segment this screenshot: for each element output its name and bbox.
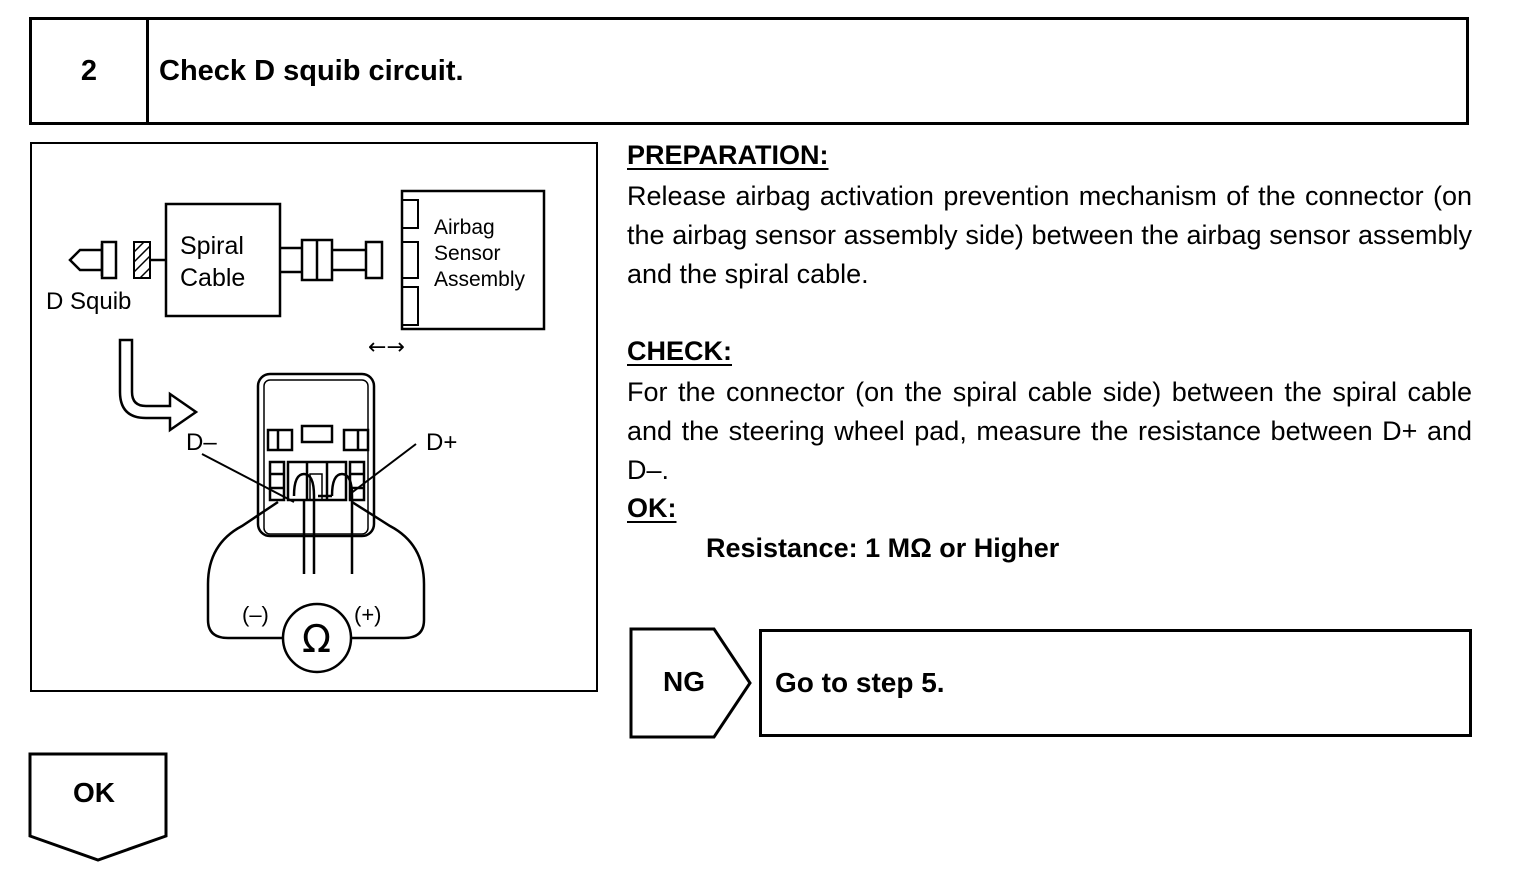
disconnect-arrows: ←→: [368, 335, 405, 360]
connector-face: [256, 372, 376, 538]
label-assembly: Assembly: [434, 268, 526, 291]
label-airbag: Airbag: [434, 216, 495, 239]
check-heading: CHECK:: [627, 336, 732, 366]
ng-action-box: Go to step 5.: [759, 629, 1472, 737]
spiral-cable-box: [164, 202, 282, 318]
ok-arrow-box: [28, 752, 168, 862]
circuit-diagram: D Squib Spiral Cable Airbag Sensor Assem…: [46, 189, 546, 674]
probe-negative: [292, 472, 316, 574]
ng-arrow-box: [629, 627, 752, 739]
spiral-connector-b: [364, 240, 384, 280]
step-header: 2 Check D squib circuit.: [29, 17, 1469, 125]
ohm-symbol: Ω: [302, 617, 331, 661]
label-spiral: Spiral: [180, 232, 244, 260]
meter-lead-right: [350, 500, 426, 640]
label-cable: Cable: [180, 264, 245, 292]
bent-arrow-shape: [118, 338, 199, 433]
ok-label: OK: [73, 777, 115, 808]
circuit-figure: D Squib Spiral Cable Airbag Sensor Assem…: [30, 142, 598, 692]
label-d-plus: D+: [426, 429, 457, 456]
squib-plug-shape: [68, 248, 102, 272]
meter-lead-left: [206, 500, 284, 640]
probe-positive: [330, 472, 354, 574]
squib-plug-body: [100, 240, 118, 280]
check-text: For the connector (on the spiral cable s…: [627, 377, 1472, 485]
ng-label: NG: [663, 666, 705, 697]
ok-heading: OK:: [627, 493, 677, 523]
label-d-minus: D–: [186, 429, 217, 456]
step-number: 2: [32, 20, 149, 122]
label-d-squib: D Squib: [46, 288, 131, 315]
step-title: Check D squib circuit.: [159, 54, 464, 87]
ng-action-text: Go to step 5.: [775, 667, 945, 698]
label-sensor: Sensor: [434, 242, 501, 265]
ohmmeter-circle: [281, 602, 353, 674]
label-negative: (–): [242, 602, 269, 627]
ok-spec-value: Resistance: 1 MΩ or Higher: [706, 533, 1060, 563]
label-positive: (+): [354, 602, 382, 627]
preparation-heading: PREPARATION:: [627, 140, 829, 170]
preparation-text: Release airbag activation prevention mec…: [627, 181, 1472, 289]
